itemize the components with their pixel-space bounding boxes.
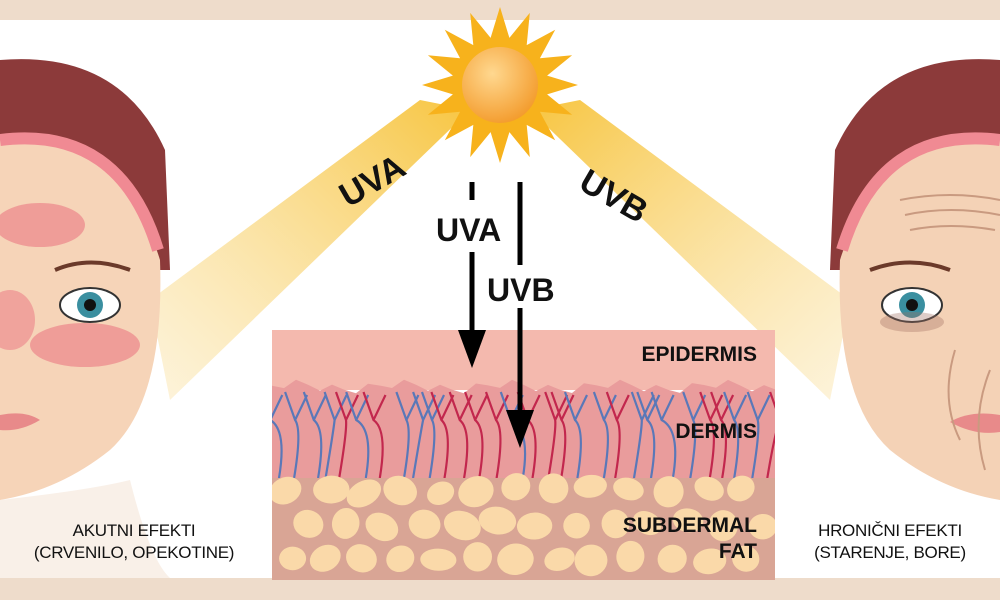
uva-beam: [150, 100, 470, 400]
skin-cross-section: [272, 330, 775, 580]
fat-cell: [657, 544, 687, 573]
fat-cell: [346, 544, 377, 573]
fat-cell: [309, 544, 341, 572]
caption-chronic-title: HRONIČNI EFEKTI: [818, 521, 962, 540]
fat-label-line1: SUBDERMAL: [622, 514, 757, 537]
fat-cell: [346, 479, 382, 508]
fat-cell: [443, 510, 481, 541]
fat-cell: [748, 513, 775, 540]
fat-cell: [732, 545, 760, 572]
caption-acute-detail: (CRVENILO, OPEKOTINE): [33, 543, 235, 562]
fat-cell: [501, 473, 531, 501]
blood-vessel: [650, 391, 677, 479]
fat-cell: [279, 546, 307, 571]
blood-vessel: [710, 391, 735, 479]
layer-label-dermis: DERMIS: [675, 420, 757, 443]
fat-cell: [463, 542, 492, 572]
fat-cell: [420, 548, 457, 571]
fat-cell: [694, 476, 724, 501]
layer-label-epidermis: EPIDERMIS: [641, 343, 757, 366]
fat-cell: [708, 510, 738, 542]
arrow-label-uvb: UVB: [487, 272, 555, 308]
fat-cell: [478, 506, 517, 535]
blood-vessel: [362, 391, 387, 479]
fat-cell: [313, 475, 350, 504]
blood-vessel: [550, 391, 575, 479]
blood-vessel: [284, 391, 309, 479]
fat-cell: [516, 512, 553, 540]
fat-cell: [272, 476, 302, 505]
arrow-label-uva: UVA: [436, 212, 502, 248]
blood-vessel: [592, 391, 617, 479]
uvb-beam: [530, 100, 850, 400]
blood-vessel: [484, 391, 509, 479]
blood-vessel: [272, 394, 284, 479]
fat-cell: [633, 511, 662, 536]
fat-cell: [331, 507, 360, 539]
layer-label-fat: SUBDERMAL FAT: [623, 513, 757, 565]
fat-cell: [653, 476, 684, 508]
fat-cell: [727, 475, 755, 502]
caption-acute-title: AKUTNI EFEKTI: [72, 521, 196, 540]
blood-vessel: [723, 391, 748, 479]
fat-cell: [544, 547, 575, 572]
blood-vessel: [563, 391, 588, 479]
fat-cell: [365, 512, 399, 542]
fat-cell: [613, 477, 644, 501]
blood-vessel: [464, 391, 489, 479]
fat-cell: [601, 509, 630, 539]
blood-vessel: [544, 391, 569, 479]
caption-chronic: HRONIČNI EFEKTI (STARENJE, BORE): [780, 520, 1000, 564]
fat-cell: [458, 476, 494, 508]
blood-vessel: [746, 391, 771, 479]
fat-cell: [573, 474, 607, 498]
fat-cell: [616, 540, 645, 573]
epidermis-layer: [272, 330, 775, 390]
fat-cell: [427, 481, 455, 505]
caption-chronic-detail: (STARENJE, BORE): [814, 543, 966, 562]
uvb-arrow: [506, 182, 534, 448]
fat-cell: [563, 512, 590, 539]
blood-vessel: [302, 391, 327, 479]
blood-vessel: [630, 391, 655, 479]
face-chronic: [830, 59, 1000, 501]
uva-arrow: [458, 182, 486, 368]
face-acute: [0, 59, 170, 501]
blood-vessel: [636, 391, 661, 479]
fat-cell: [574, 544, 608, 577]
fat-label-line2: FAT: [718, 540, 757, 563]
caption-acute: AKUTNI EFEKTI (CRVENILO, OPEKOTINE): [0, 520, 268, 564]
fat-cell: [386, 545, 415, 573]
fat-cell: [383, 475, 417, 506]
fat-cell: [497, 543, 534, 575]
bottom-band: [0, 578, 1000, 600]
blood-vessel: [766, 391, 775, 479]
blood-vessel: [605, 391, 630, 479]
fat-cell: [293, 509, 324, 538]
fat-cell: [538, 473, 569, 504]
blood-vessel: [448, 391, 473, 479]
sun-icon: [422, 7, 578, 163]
fat-cell: [693, 548, 727, 575]
fat-cell: [408, 509, 441, 539]
sun-disc: [462, 47, 538, 123]
fat-cell: [672, 508, 704, 533]
